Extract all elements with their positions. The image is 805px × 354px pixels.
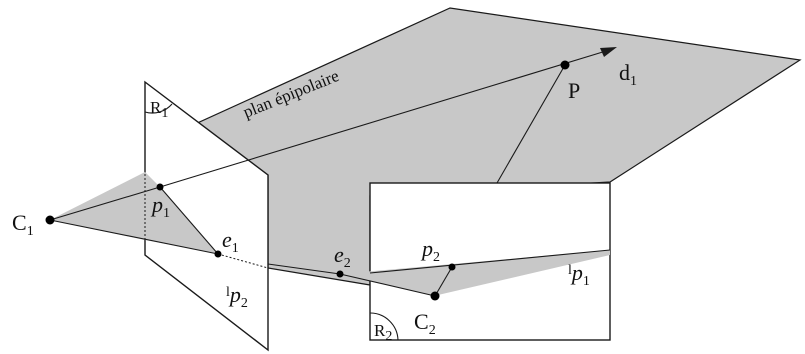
point-p1 [156,183,164,191]
epipolar-line-lp2-extension [217,253,269,269]
point-big-p [560,60,570,70]
label-p1: p1 [150,192,170,221]
ray-p2-p [496,64,566,184]
label-r2: R2 [374,321,392,344]
point-c2 [430,291,440,301]
ray-c2-p2 [434,266,453,297]
label-c2: C2 [414,309,436,338]
label-e2: e2 [334,242,351,271]
label-c1: C1 [12,210,34,239]
point-e1 [214,250,222,258]
epipolar-line-lp2 [159,186,219,255]
point-c1 [45,215,55,225]
label-big-p: P [568,78,580,103]
label-d1: d1 [619,60,637,89]
ray-p1-d1 [159,50,607,188]
point-e2 [336,270,344,278]
baseline-e1-e2 [267,263,341,275]
label-lp1: lp1 [568,260,590,289]
arrow-head-d1 [600,47,617,57]
baseline-c1-e1 [49,219,219,255]
label-r1: R1 [150,98,168,121]
r1-angle-arc [144,103,173,114]
label-p2: p2 [420,236,440,265]
ray-c1-p1 [49,186,161,221]
triangle-c1-p1-e1 [50,172,218,254]
baseline-e2-c2 [339,273,436,297]
point-p2 [448,263,456,271]
epipolar-line-lp1 [369,249,611,274]
label-e1: e1 [222,227,239,256]
r2-angle-arc [369,312,399,341]
triangle-c2-e2-p2 [340,267,452,296]
label-lp2: lp2 [226,282,248,311]
